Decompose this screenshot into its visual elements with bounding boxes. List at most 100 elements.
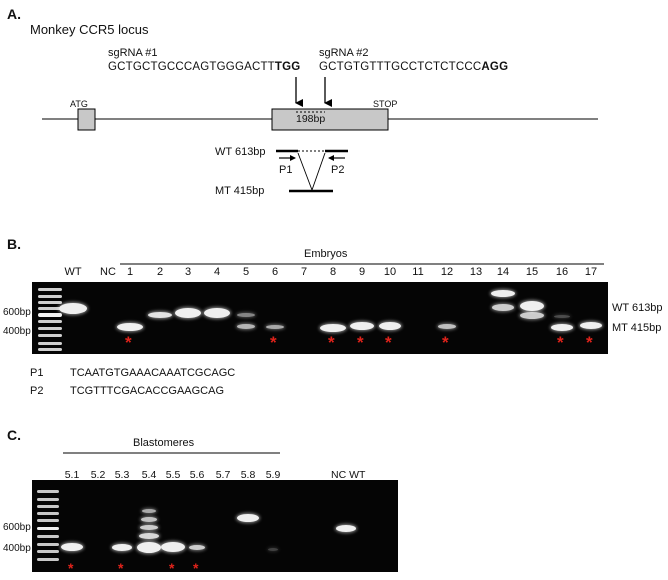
embryo-lane-label: 10 xyxy=(383,266,397,278)
ladder-band xyxy=(38,342,62,345)
embryo-lane-label: 6 xyxy=(271,266,279,278)
ladder-band xyxy=(37,512,59,515)
gel-band xyxy=(350,322,374,330)
ladder-600-label-c: 600bp xyxy=(3,522,31,533)
gel-band xyxy=(580,321,602,329)
gel-band xyxy=(551,323,573,331)
mutant-star: * xyxy=(357,333,364,352)
ladder-band xyxy=(37,519,59,522)
gel-band xyxy=(237,313,255,317)
gel-band xyxy=(61,543,83,551)
mutant-star: * xyxy=(118,560,124,576)
mt-band-label: MT 415bp xyxy=(612,322,662,334)
ladder-400-label-c: 400bp xyxy=(3,543,31,554)
blastomere-lane-label: 5.8 xyxy=(240,469,256,481)
sgrna1-sequence: GCTGCTGCCCAGTGGGACTTTGG xyxy=(108,61,301,73)
embryo-lane-label: 8 xyxy=(329,266,337,278)
sgrna2-sequence: GCTGTGTTTGCCTCTCTCCCAGG xyxy=(319,61,509,73)
embryo-lane-label: 7 xyxy=(300,266,308,278)
mutant-star: * xyxy=(328,333,335,352)
blastomere-lane-label: 5.9 xyxy=(265,469,281,481)
gel-band xyxy=(117,323,143,331)
primer-1-name: P1 xyxy=(30,367,44,379)
gel-band xyxy=(139,533,159,539)
embryo-lane-label: 16 xyxy=(555,266,569,278)
mutant-star: * xyxy=(270,333,277,352)
blastomere-lane-label: 5.2 xyxy=(90,469,106,481)
gel-band xyxy=(148,312,172,318)
primer-2-name: P2 xyxy=(30,385,44,397)
embryo-lane-label: 9 xyxy=(358,266,366,278)
gel-band xyxy=(161,542,185,552)
embryo-lane-label: 17 xyxy=(584,266,598,278)
mt-product-label: MT 415bp xyxy=(215,185,265,197)
gel-band xyxy=(237,323,255,329)
embryo-lane-label: 2 xyxy=(156,266,164,278)
blastomere-lane-label: 5.1 xyxy=(64,469,80,481)
embryo-lane-label: 11 xyxy=(412,266,424,278)
ladder-band xyxy=(37,505,59,508)
ladder-band xyxy=(38,313,62,317)
wt-product-label: WT 613bp xyxy=(215,146,266,158)
ladder-band xyxy=(38,348,62,351)
wt-band-label: WT 613bp xyxy=(612,302,663,314)
embryo-lane-label: 5 xyxy=(242,266,250,278)
locus-title: Monkey CCR5 locus xyxy=(30,22,149,37)
ladder-400-label: 400bp xyxy=(3,326,31,337)
blastomeres-title: Blastomeres xyxy=(133,437,195,449)
embryo-lane-label: WT xyxy=(64,266,82,278)
exon-1-box xyxy=(77,108,96,131)
embryo-gel xyxy=(32,282,608,354)
control-lane-labels: NC WT xyxy=(331,469,366,481)
blastomere-lane-label: 5.6 xyxy=(189,469,205,481)
gel-band xyxy=(137,541,161,553)
gel-band xyxy=(142,509,156,513)
blastomere-lane-label: 5.7 xyxy=(215,469,231,481)
ladder-band xyxy=(37,527,59,530)
gel-band xyxy=(175,308,201,318)
primer-1-seq: TCAATGTGAAACAAATCGCAGC xyxy=(70,367,236,379)
panel-c-label: C. xyxy=(7,427,21,443)
ladder-band xyxy=(38,288,62,291)
gel-band xyxy=(379,322,401,330)
atg-label: ATG xyxy=(70,99,88,109)
stop-label: STOP xyxy=(373,99,398,109)
embryo-lane-label: 12 xyxy=(440,266,454,278)
embryo-lane-label: 15 xyxy=(525,266,539,278)
embryo-lane-label: 14 xyxy=(496,266,510,278)
gel-band xyxy=(520,301,544,311)
mutant-star: * xyxy=(169,560,175,576)
blastomere-gel xyxy=(32,480,398,572)
ladder-band xyxy=(38,307,62,310)
embryo-lane-label: 1 xyxy=(126,266,134,278)
ladder-band xyxy=(37,535,59,538)
mutant-star: * xyxy=(586,333,593,352)
ladder-band xyxy=(38,320,62,323)
embryo-lane-label: 3 xyxy=(184,266,192,278)
gel-band xyxy=(112,543,132,551)
ladder-band xyxy=(38,301,62,304)
embryo-lane-label: NC xyxy=(100,266,116,278)
primer2-label: P2 xyxy=(331,164,345,176)
gel-band xyxy=(438,323,456,329)
gel-band xyxy=(336,525,356,532)
sgrna1-name: sgRNA #1 xyxy=(108,47,158,59)
deletion-v-right xyxy=(311,152,326,191)
mutant-star: * xyxy=(557,333,564,352)
gel-band xyxy=(204,308,230,318)
mutant-star: * xyxy=(193,560,199,576)
ladder-band xyxy=(37,543,59,546)
gel-band xyxy=(189,544,205,550)
gel-band xyxy=(141,516,157,522)
panel-b-label: B. xyxy=(7,236,21,252)
gel-band xyxy=(520,311,544,319)
ladder-band xyxy=(38,327,62,330)
deletion-v-left xyxy=(297,152,313,191)
gel-band xyxy=(268,547,278,551)
sgrna2-name: sgRNA #2 xyxy=(319,47,369,59)
embryo-lane-label: 13 xyxy=(469,266,483,278)
mutant-star: * xyxy=(125,333,132,352)
blastomere-lane-label: 5.3 xyxy=(114,469,130,481)
mutant-star: * xyxy=(385,333,392,352)
embryos-bracket xyxy=(120,263,604,265)
